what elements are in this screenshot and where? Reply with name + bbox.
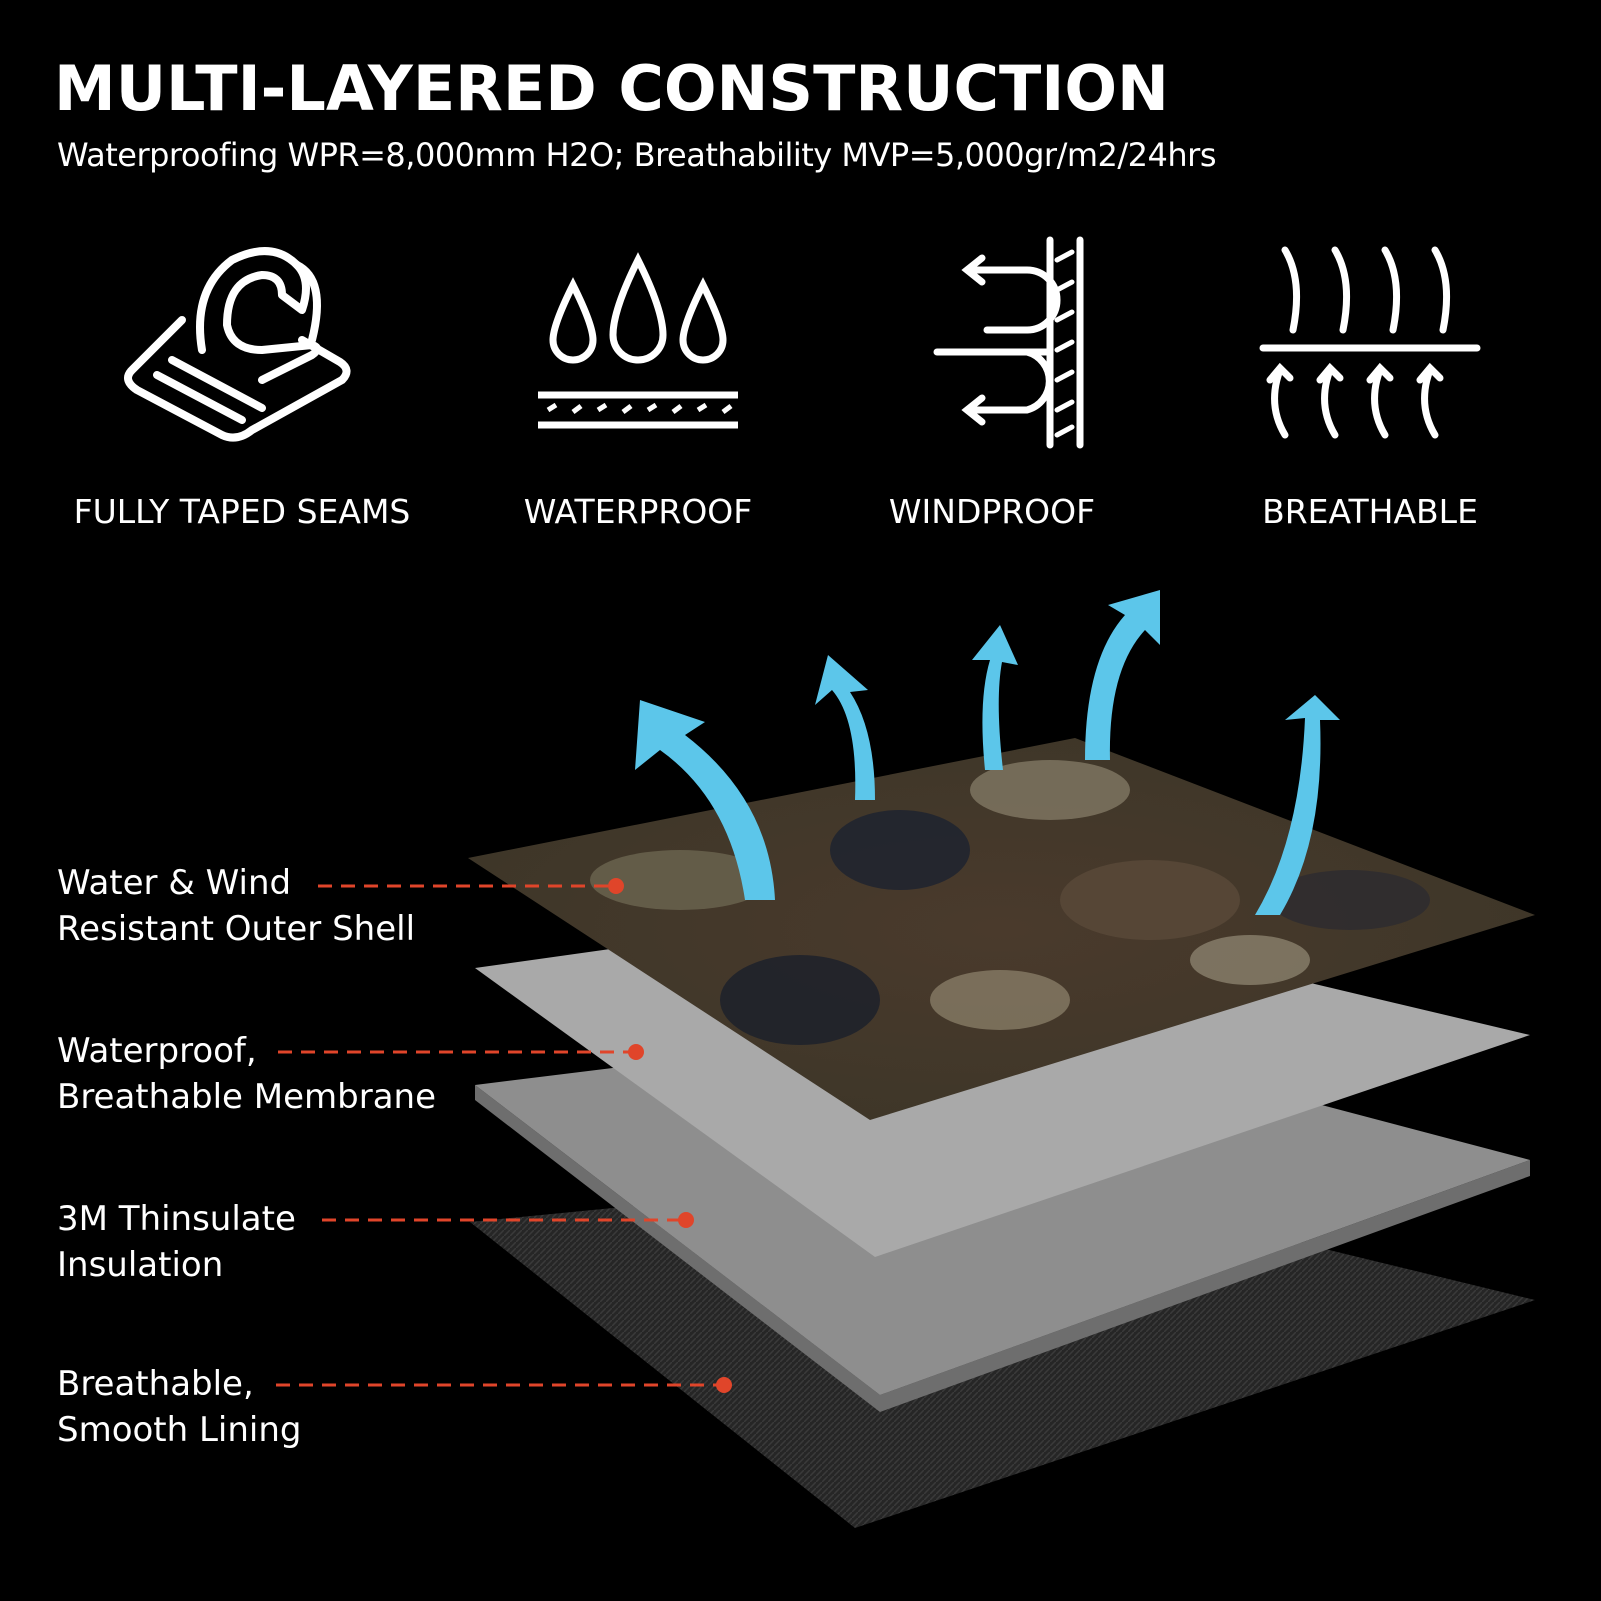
layer-label-lining: Breathable, Smooth Lining (57, 1361, 302, 1453)
leader-lines (276, 878, 732, 1393)
vapor-arrow (1255, 695, 1340, 915)
feature-breathable: BREATHABLE (1190, 230, 1550, 531)
layer-label-outer-shell: Water & Wind Resistant Outer Shell (57, 860, 415, 952)
layer-label-line: 3M Thinsulate (57, 1199, 296, 1239)
feature-windproof: WINDPROOF (812, 230, 1172, 531)
feature-label: WATERPROOF (523, 492, 753, 531)
page-subtitle: Waterproofing WPR=8,000mm H2O; Breathabi… (57, 136, 1217, 174)
leader-dot (608, 878, 624, 894)
layer-label-membrane: Waterproof, Breathable Membrane (57, 1028, 436, 1120)
feature-waterproof: WATERPROOF (458, 230, 818, 531)
vapor-arrow (815, 655, 875, 800)
vapor-arrow (972, 625, 1018, 770)
layer-label-line: Insulation (57, 1245, 224, 1285)
water-drops-icon (538, 252, 738, 429)
leader-dot (716, 1377, 732, 1393)
wind-wall-icon (933, 236, 1084, 449)
leader-dot (678, 1212, 694, 1228)
feature-taped-seams: FULLY TAPED SEAMS (62, 230, 422, 531)
vapor-arrow (1085, 590, 1160, 760)
page-title: MULTI-LAYERED CONSTRUCTION (54, 52, 1169, 125)
taped-seam-icon (124, 247, 351, 442)
layer-label-line: Breathable Membrane (57, 1077, 437, 1117)
layer-label-line: Smooth Lining (57, 1410, 302, 1450)
layer-label-line: Breathable, (57, 1364, 254, 1404)
feature-label: WINDPROOF (888, 492, 1096, 531)
layer-label-line: Waterproof, (57, 1031, 257, 1071)
layer-label-line: Water & Wind (57, 863, 292, 903)
vapor-arrows (635, 590, 1340, 915)
layer-label-line: Resistant Outer Shell (57, 909, 416, 949)
vapor-arrow (635, 700, 775, 900)
layer-label-insulation: 3M Thinsulate Insulation (57, 1196, 296, 1288)
leader-dot (628, 1044, 644, 1060)
insulation-layer-edge (475, 1085, 1530, 1412)
breathable-vapor-icon (1259, 246, 1481, 439)
feature-label: BREATHABLE (1262, 492, 1478, 531)
feature-label: FULLY TAPED SEAMS (73, 492, 411, 531)
